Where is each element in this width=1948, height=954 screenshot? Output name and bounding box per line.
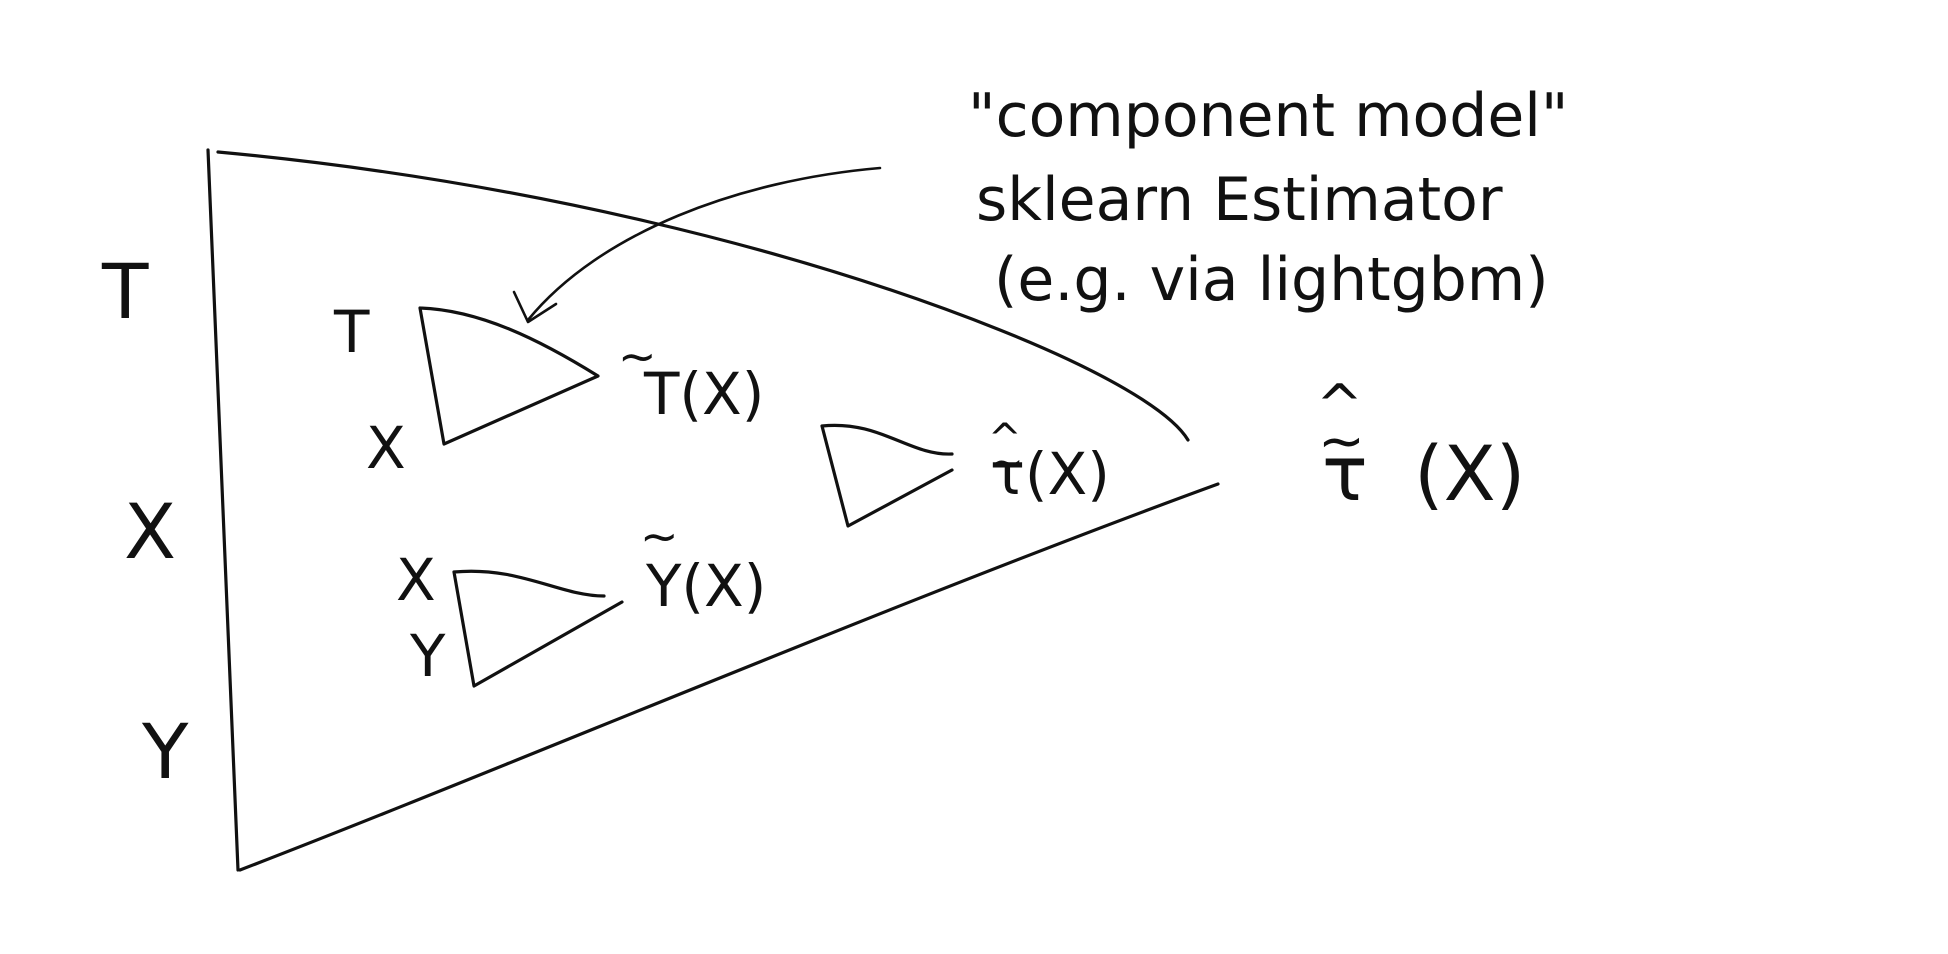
annotation: "component model" sklearn Estimator (e.g… (512, 81, 1569, 324)
component-y-input-y: Y (409, 622, 446, 690)
final-output-symbol: τ (1322, 429, 1368, 518)
component-t-output-label: T(X) (643, 360, 764, 428)
final-output-hat: ^ (1316, 373, 1363, 438)
component-tau-output-tilde: ~ (990, 440, 1024, 486)
component-y-output-tilde: ~ (640, 509, 679, 563)
final-output-tilde: ~ (1318, 409, 1365, 474)
annotation-line-3: (e.g. via lightgbm) (994, 245, 1549, 315)
component-model-y: X Y ~ Y(X) (396, 509, 766, 690)
component-t-triangle (418, 306, 600, 446)
component-model-tau: ^ ~ τ(X) (820, 416, 1110, 528)
final-output-arg: (X) (1414, 429, 1525, 518)
component-y-triangle (452, 569, 624, 688)
annotation-arrow (526, 166, 882, 322)
meta-model-left-edge (206, 148, 240, 872)
component-model-t: T X ~ T(X) (333, 298, 764, 482)
meta-model-triangle (206, 148, 1220, 872)
component-y-input-x: X (396, 546, 436, 614)
annotation-line-2: sklearn Estimator (976, 165, 1503, 235)
input-label-x: X (124, 487, 176, 576)
component-y-output-label: Y(X) (645, 552, 766, 620)
input-label-y: Y (141, 707, 189, 796)
component-tau-output-label: τ(X) (990, 440, 1110, 508)
component-t-output-tilde: ~ (618, 329, 657, 383)
final-output: ^ ~ τ (X) (1316, 373, 1525, 518)
component-t-input-x: X (366, 414, 406, 482)
meta-model-top-edge (216, 150, 1190, 442)
component-tau-triangle (820, 423, 954, 528)
meta-model-bottom-edge (238, 482, 1220, 872)
annotation-line-1: "component model" (968, 81, 1569, 151)
component-tau-output-hat: ^ (988, 416, 1022, 462)
input-label-t: T (101, 247, 149, 336)
component-t-input-t: T (333, 298, 370, 366)
annotation-arrowhead (512, 290, 558, 324)
